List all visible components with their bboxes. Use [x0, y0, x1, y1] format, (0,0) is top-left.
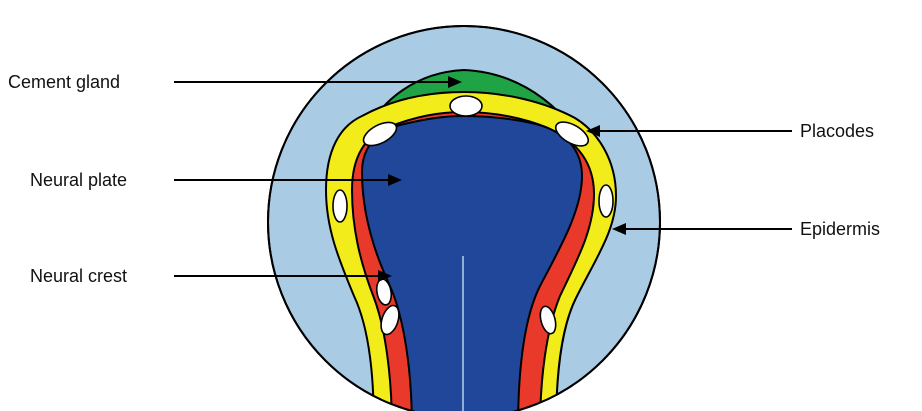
neural-plate-label: Neural plate [30, 170, 127, 190]
placode [599, 185, 613, 217]
placode [450, 96, 482, 116]
placodes-label: Placodes [800, 121, 874, 141]
placode [333, 190, 347, 222]
epidermis-label: Epidermis [800, 219, 880, 239]
neural-crest-label: Neural crest [30, 266, 127, 286]
cement-gland-label: Cement gland [8, 72, 120, 92]
